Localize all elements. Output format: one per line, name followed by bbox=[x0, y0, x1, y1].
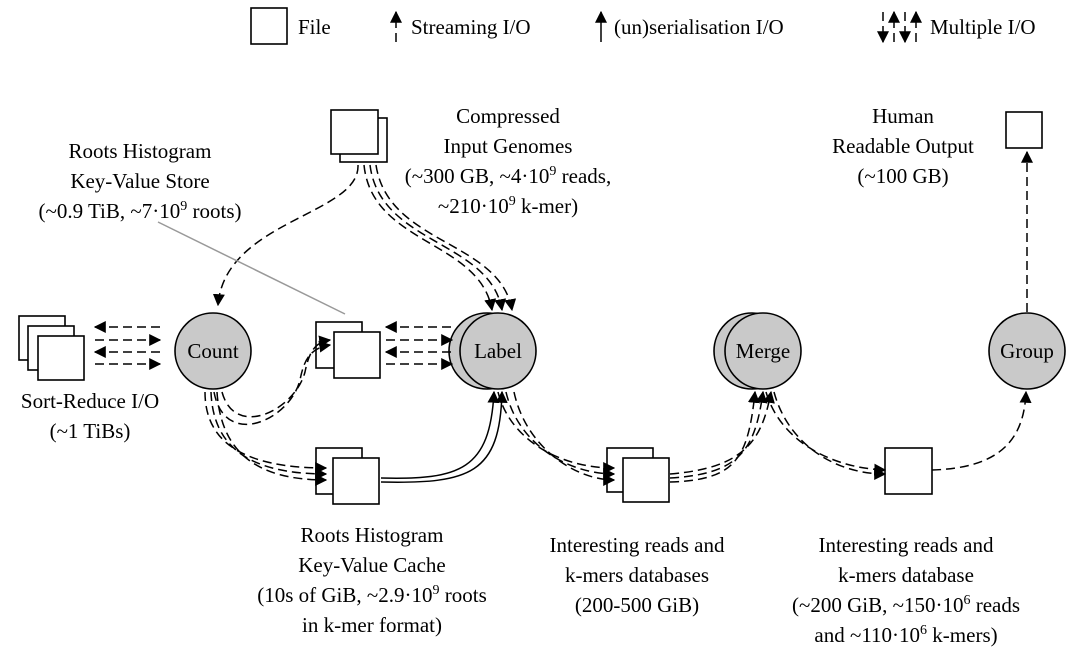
kv-store-line1: Roots Histogram bbox=[69, 139, 212, 163]
legend-file-icon bbox=[250, 7, 288, 45]
edge-input-to-label bbox=[363, 164, 517, 312]
human-output-file-icon bbox=[1005, 111, 1043, 149]
interesting-dbs-caption: Interesting reads and k-mers databases (… bbox=[550, 533, 725, 617]
legend-serialisation-label: (un)serialisation I/O bbox=[614, 15, 784, 39]
input-genomes-caption: Compressed Input Genomes (~300 GB, ~4·10… bbox=[405, 104, 611, 218]
interesting-db-file-icon bbox=[884, 447, 933, 495]
group-node-label: Group bbox=[1000, 339, 1054, 363]
legend-file-label: File bbox=[298, 15, 331, 39]
sort-reduce-line1: Sort-Reduce I/O bbox=[21, 389, 159, 413]
kv-cache-file-icon bbox=[315, 447, 380, 505]
count-node bbox=[174, 312, 252, 390]
label-node bbox=[459, 312, 537, 390]
input-genomes-line4: ~210·109 k-mer) bbox=[438, 194, 578, 218]
human-output-caption: Human Readable Output (~100 GB) bbox=[832, 104, 974, 188]
human-output-line1: Human bbox=[872, 104, 934, 128]
kv-cache-caption: Roots Histogram Key-Value Cache (10s of … bbox=[257, 523, 487, 637]
interesting-db-line3: (~200 GiB, ~150·106 reads bbox=[792, 593, 1020, 617]
input-genomes-line3: (~300 GB, ~4·109 reads, bbox=[405, 164, 611, 188]
kv-store-pointer bbox=[157, 221, 346, 315]
sort-reduce-line2: (~1 TiBs) bbox=[50, 419, 131, 443]
input-genomes-file-icon bbox=[330, 109, 388, 163]
interesting-db-line1: Interesting reads and bbox=[819, 533, 994, 557]
kv-cache-line1: Roots Histogram bbox=[301, 523, 444, 547]
edge-kv-cache-to-label bbox=[380, 390, 508, 483]
edge-merge-to-interesting-db bbox=[765, 391, 887, 480]
edge-kv-store-label bbox=[384, 321, 454, 370]
edge-interesting-dbs-to-merge bbox=[669, 390, 775, 483]
sort-reduce-caption: Sort-Reduce I/O (~1 TiBs) bbox=[21, 389, 159, 443]
kv-store-file-icon bbox=[315, 321, 381, 379]
interesting-db-line2: k-mers database bbox=[838, 563, 974, 587]
merge-node bbox=[724, 312, 802, 390]
sort-reduce-file-icon bbox=[18, 315, 85, 381]
kv-cache-line3: (10s of GiB, ~2.9·109 roots bbox=[257, 583, 487, 607]
edge-input-to-count bbox=[212, 164, 359, 307]
edge-interesting-db-to-group bbox=[931, 390, 1032, 471]
legend-multiple-icon bbox=[877, 10, 922, 44]
edge-label-to-interesting-dbs bbox=[497, 391, 616, 486]
interesting-db-caption: Interesting reads and k-mers database (~… bbox=[792, 533, 1020, 647]
edge-count-to-kv-store bbox=[213, 335, 332, 425]
group-node bbox=[988, 312, 1066, 390]
merge-node-label: Merge bbox=[736, 339, 790, 363]
input-genomes-line1: Compressed bbox=[456, 104, 560, 128]
legend-multiple-label: Multiple I/O bbox=[930, 15, 1036, 39]
edge-count-sort-reduce bbox=[93, 321, 162, 370]
legend-streaming-label: Streaming I/O bbox=[411, 15, 531, 39]
interesting-dbs-line3: (200-500 GiB) bbox=[575, 593, 699, 617]
interesting-dbs-line1: Interesting reads and bbox=[550, 533, 725, 557]
human-output-line3: (~100 GB) bbox=[857, 164, 948, 188]
interesting-db-line4: and ~110·106 k-mers) bbox=[814, 623, 997, 647]
kv-cache-line4: in k-mer format) bbox=[302, 613, 442, 637]
interesting-dbs-file-icon bbox=[606, 447, 670, 503]
input-genomes-line2: Input Genomes bbox=[444, 134, 573, 158]
legend: File Streaming I/O (un)serialisation I/O… bbox=[250, 7, 1036, 45]
kv-store-caption: Roots Histogram Key-Value Store (~0.9 Ti… bbox=[38, 139, 241, 223]
kv-store-line3: (~0.9 TiB, ~7·109 roots) bbox=[38, 199, 241, 223]
label-node-label: Label bbox=[474, 339, 522, 363]
kv-store-line2: Key-Value Store bbox=[70, 169, 209, 193]
kv-cache-line2: Key-Value Cache bbox=[298, 553, 446, 577]
count-node-label: Count bbox=[187, 339, 239, 363]
edge-count-to-kv-cache bbox=[204, 391, 328, 486]
interesting-dbs-line2: k-mers databases bbox=[565, 563, 709, 587]
human-output-line2: Readable Output bbox=[832, 134, 974, 158]
